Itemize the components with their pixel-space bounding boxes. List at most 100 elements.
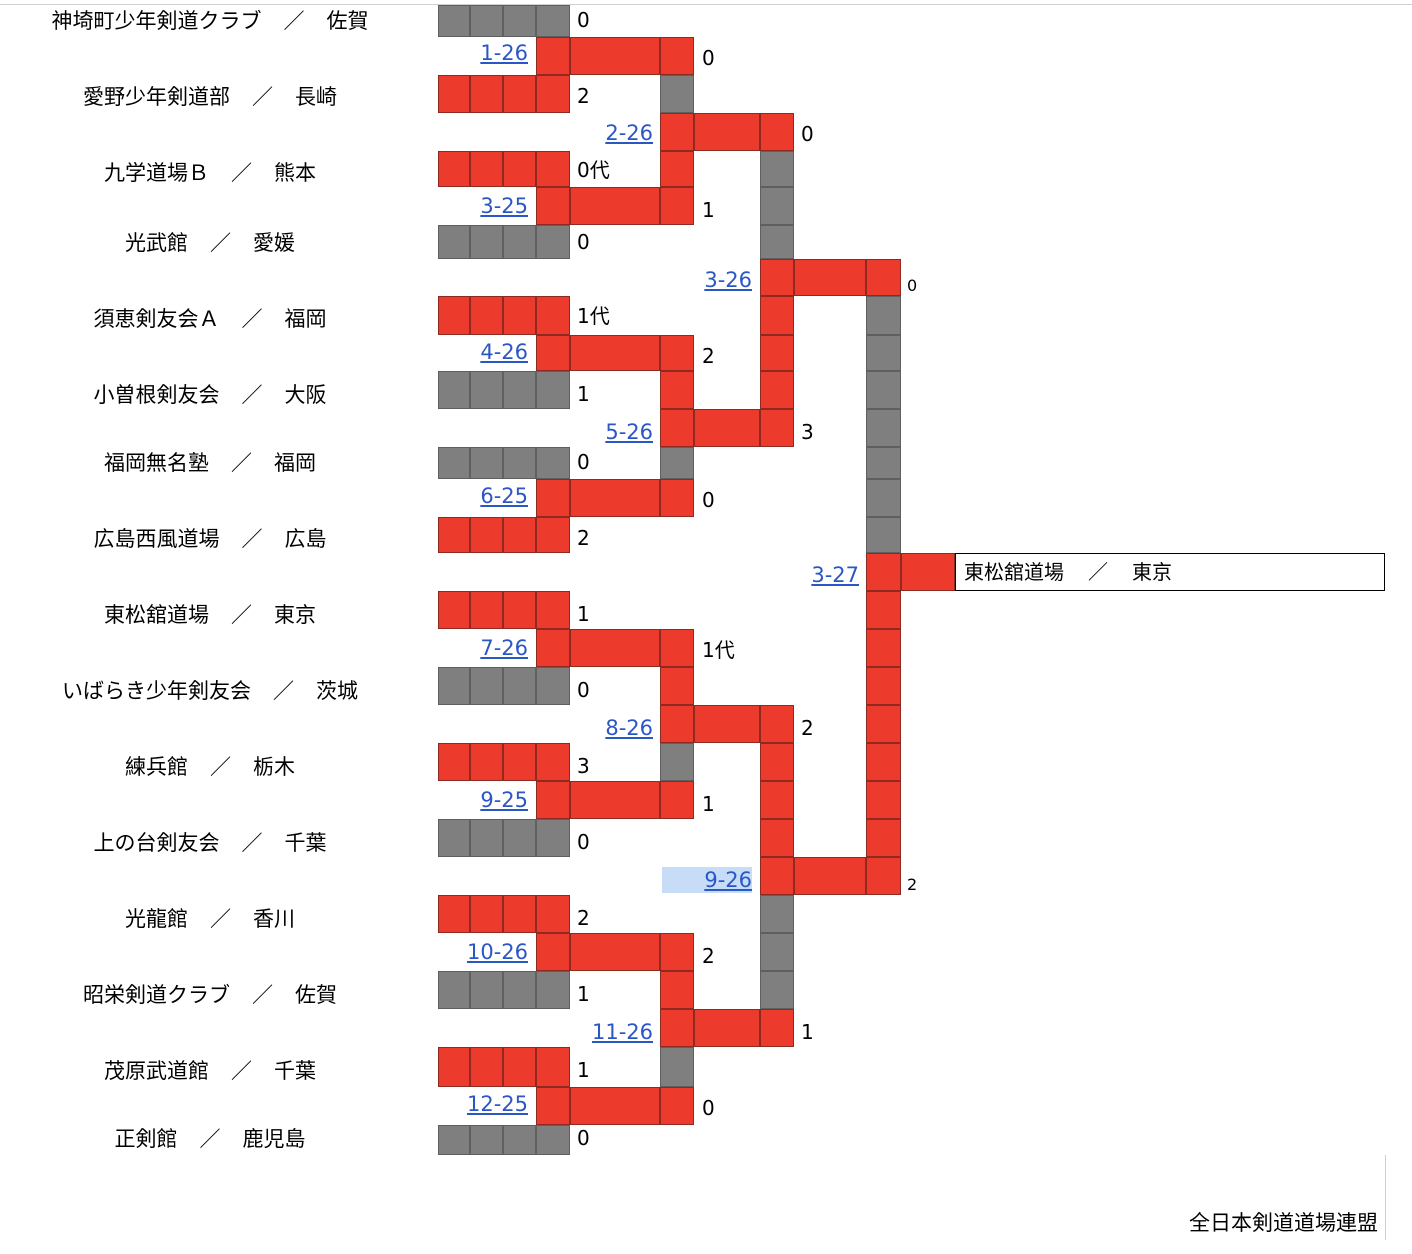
bracket-cell (438, 971, 470, 1009)
team-label: 広島西風道場／広島 (93, 527, 327, 551)
sheet-grid-line (1385, 1155, 1386, 1240)
bracket-cell (503, 5, 536, 37)
match-link[interactable]: 3-25 (480, 194, 528, 218)
entry-score: 0 (577, 1126, 590, 1150)
match-score: 1代 (702, 638, 735, 662)
bracket-cell (536, 629, 570, 667)
bracket-cell (660, 705, 694, 743)
bracket-cell (503, 447, 536, 479)
bracket-cell (438, 225, 470, 259)
bracket-cell (503, 1047, 536, 1087)
bracket-cell (660, 335, 694, 371)
bracket-cell (694, 705, 760, 743)
bracket-cell (503, 971, 536, 1009)
entry-score: 1 (577, 982, 590, 1006)
team-label: 須恵剣友会Ａ／福岡 (93, 307, 327, 331)
team-label: 茂原武道館／千葉 (104, 1059, 316, 1083)
bracket-cell (536, 1125, 570, 1155)
bracket-cell (760, 371, 794, 409)
bracket-cell (503, 75, 536, 113)
match-link[interactable]: 12-25 (466, 1092, 528, 1116)
bracket-cell (536, 187, 570, 225)
bracket-cell (660, 1087, 694, 1125)
match-link[interactable]: 7-26 (480, 636, 528, 660)
team-label: 上の台剣友会／千葉 (93, 831, 327, 855)
bracket-cell (503, 895, 536, 933)
match-link[interactable]: 9-25 (480, 788, 528, 812)
match-score: 1 (801, 1020, 814, 1044)
bracket-cell (470, 517, 503, 553)
bracket-cell (438, 75, 470, 113)
bracket-cell (536, 151, 570, 187)
bracket-cell (503, 667, 536, 705)
entry-score: 3 (577, 754, 590, 778)
bracket-cell (866, 296, 901, 335)
bracket-cell (470, 296, 503, 335)
match-link[interactable]: 8-26 (605, 716, 653, 740)
bracket-cell (660, 75, 694, 113)
bracket-cell (536, 819, 570, 857)
bracket-cell (438, 517, 470, 553)
entry-score: 0 (577, 678, 590, 702)
entry-score: 2 (577, 84, 590, 108)
bracket-cell (438, 667, 470, 705)
bracket-cell (760, 857, 794, 895)
team-label: 光武館／愛媛 (125, 231, 295, 255)
match-score: 2 (801, 716, 814, 740)
bracket-cell (536, 517, 570, 553)
bracket-cell (660, 447, 694, 479)
bracket-cell (536, 75, 570, 113)
bracket-cell (470, 895, 503, 933)
match-link[interactable]: 2-26 (605, 121, 653, 145)
bracket-cell (570, 1087, 660, 1125)
match-score: 2 (702, 344, 715, 368)
match-score: 2 (907, 875, 918, 894)
match-link[interactable]: 6-25 (480, 484, 528, 508)
match-score: 0 (702, 46, 715, 70)
bracket-cell (866, 857, 901, 895)
bracket-cell (866, 447, 901, 479)
bracket-cell (536, 667, 570, 705)
entry-score: 0代 (577, 158, 610, 182)
match-link[interactable]: 3-26 (704, 268, 752, 292)
bracket-cell (470, 5, 503, 37)
bracket-cell (536, 1047, 570, 1087)
bracket-cell (694, 1009, 760, 1047)
team-label: いばらき少年剣友会／茨城 (62, 679, 358, 703)
bracket-cell (660, 371, 694, 409)
bracket-cell (694, 409, 760, 447)
entry-score: 2 (577, 906, 590, 930)
final-match-link[interactable]: 3-27 (811, 563, 859, 587)
match-link[interactable]: 10-26 (466, 940, 528, 964)
bracket-cell (536, 781, 570, 819)
bracket-cell (438, 743, 470, 781)
match-link[interactable]: 11-26 (591, 1020, 653, 1044)
bracket-cell (503, 819, 536, 857)
bracket-cell (660, 479, 694, 517)
entry-score: 0 (577, 450, 590, 474)
bracket-cell (536, 37, 570, 75)
bracket-cell (570, 933, 660, 971)
match-link[interactable]: 4-26 (480, 340, 528, 364)
match-link[interactable]: 1-26 (480, 41, 528, 65)
match-link[interactable]: 9-26 (662, 867, 752, 893)
match-score: 0 (702, 1096, 715, 1120)
bracket-cell (760, 933, 794, 971)
bracket-cell (660, 187, 694, 225)
bracket-cell (794, 259, 866, 296)
bracket-cell (760, 705, 794, 743)
bracket-cell (760, 1009, 794, 1047)
bracket-cell (866, 743, 901, 781)
bracket-cell (866, 409, 901, 447)
match-score: 1 (702, 198, 715, 222)
match-link[interactable]: 5-26 (605, 420, 653, 444)
bracket-cell (660, 409, 694, 447)
team-label: 東松舘道場／東京 (104, 603, 316, 627)
bracket-cell (503, 517, 536, 553)
bracket-cell (866, 517, 901, 553)
entry-score: 0 (577, 230, 590, 254)
sheet-top-border (0, 4, 1412, 5)
bracket-cell (866, 781, 901, 819)
bracket-cell (866, 629, 901, 667)
bracket-cell (760, 259, 794, 296)
